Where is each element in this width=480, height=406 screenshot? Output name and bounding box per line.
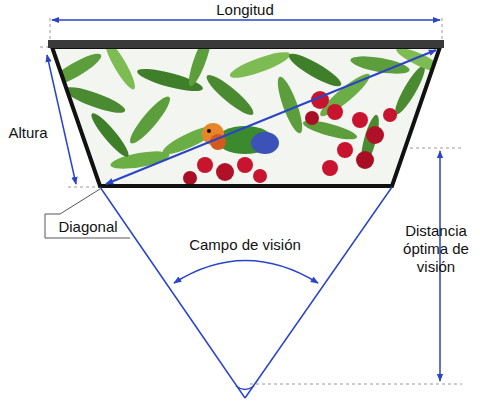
callout-outline	[45, 189, 130, 238]
dimension-label: Distancia óptima de visión	[392, 222, 480, 276]
dimension-arrows	[47, 20, 440, 398]
callout-label: Diagonal	[48, 218, 128, 236]
leaves	[46, 32, 447, 172]
bird	[202, 123, 279, 154]
dimension-label: Longitud	[195, 1, 295, 19]
angle-label: Campo de visión	[170, 236, 320, 254]
photo	[40, 32, 450, 190]
dimension-label: Altura	[0, 124, 56, 142]
guide-lines	[40, 18, 462, 384]
screen-frame	[52, 47, 440, 186]
screen-bar	[48, 40, 444, 48]
red-flowers	[183, 91, 397, 185]
